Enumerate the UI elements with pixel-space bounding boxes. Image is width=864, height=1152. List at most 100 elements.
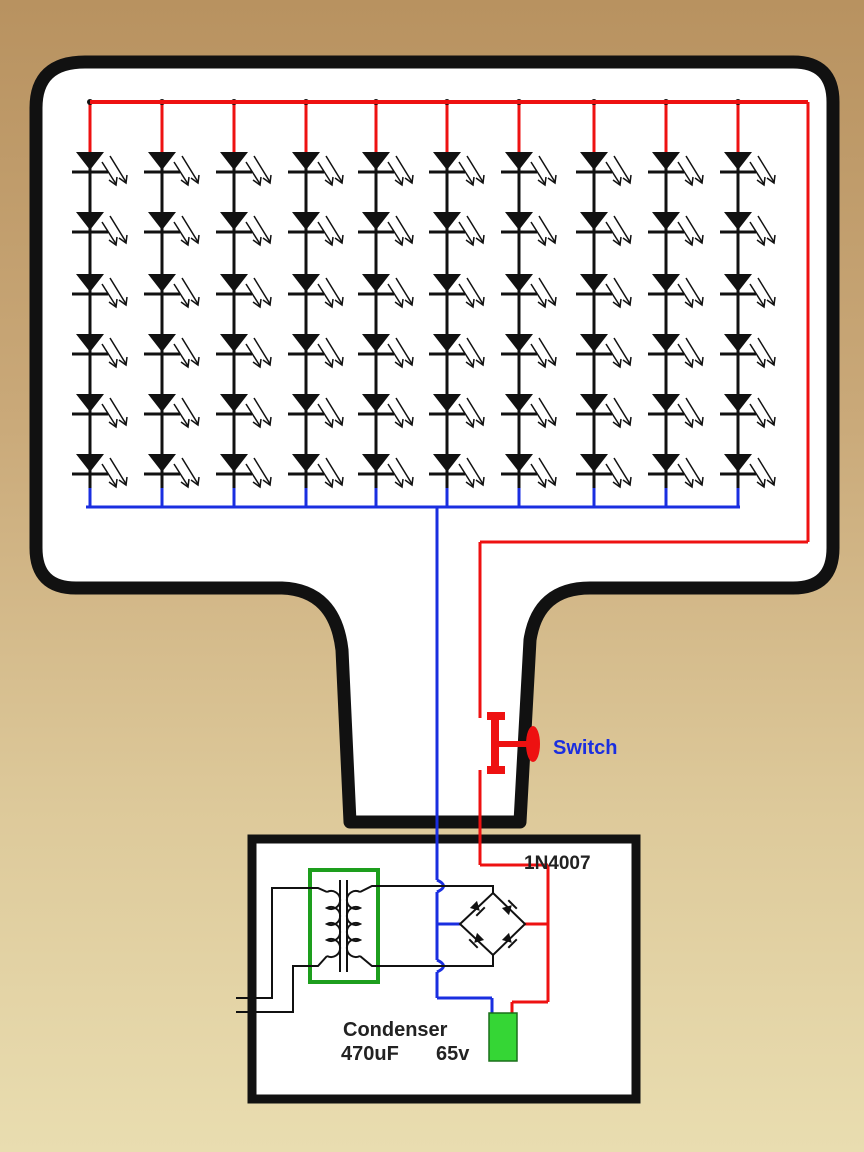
led-light-arrow <box>101 283 117 307</box>
led-arrowhead <box>334 234 344 245</box>
led-light-arrow <box>325 397 343 425</box>
led-arrowhead <box>108 418 118 429</box>
led-arrowhead <box>756 298 766 309</box>
led-triangle <box>724 274 752 292</box>
mains-input-wire-2 <box>236 955 328 1013</box>
led-arrowhead <box>612 358 622 369</box>
led-light-arrow <box>181 397 199 425</box>
led-arrowhead <box>547 416 557 427</box>
led-arrowhead <box>262 174 272 185</box>
bridge-diode-triangle <box>469 900 480 911</box>
led-light-arrow <box>677 221 693 245</box>
led-light-arrow <box>395 277 413 305</box>
led <box>288 274 344 309</box>
led <box>720 274 776 309</box>
led <box>288 212 344 247</box>
led-triangle <box>505 274 533 292</box>
led-triangle <box>292 394 320 412</box>
bridge-diode-triangle <box>501 932 512 943</box>
led-triangle <box>76 394 104 412</box>
led-light-arrow <box>458 161 474 185</box>
led-light-arrow <box>530 463 546 487</box>
led-light-arrow <box>685 215 703 243</box>
led-column <box>648 99 704 507</box>
led-column <box>429 99 485 507</box>
led-arrowhead <box>756 176 766 187</box>
led-arrowhead <box>180 298 190 309</box>
led-light-arrow <box>757 215 775 243</box>
led-arrowhead <box>684 298 694 309</box>
led-triangle <box>505 394 533 412</box>
condenser-label: Condenser <box>343 1019 448 1041</box>
led-arrowhead <box>180 418 190 429</box>
led-light-arrow <box>395 215 413 243</box>
led-light-arrow <box>173 343 189 367</box>
led <box>288 334 344 369</box>
led-light-arrow <box>466 155 484 183</box>
transformer <box>308 868 380 984</box>
led-arrowhead <box>475 476 485 487</box>
led-light-arrow <box>245 283 261 307</box>
led-arrowhead <box>394 298 404 309</box>
led-light-arrow <box>749 403 765 427</box>
led-arrowhead <box>334 356 344 367</box>
led-arrowhead <box>180 478 190 489</box>
led-light-arrow <box>605 403 621 427</box>
bridge-diode <box>468 932 485 949</box>
led-arrowhead <box>404 416 414 427</box>
led-arrowhead <box>694 416 704 427</box>
led-triangle <box>580 212 608 230</box>
led-arrowhead <box>612 236 622 247</box>
led-arrowhead <box>547 174 557 185</box>
led <box>720 454 776 489</box>
led-arrowhead <box>684 478 694 489</box>
led-triangle <box>652 212 680 230</box>
condenser <box>488 1012 518 1062</box>
led-arrowhead <box>537 236 547 247</box>
led-arrowhead <box>334 296 344 307</box>
led-arrowhead <box>622 174 632 185</box>
led-arrowhead <box>324 298 334 309</box>
led <box>72 394 128 429</box>
led-light-arrow <box>538 397 556 425</box>
led <box>358 212 414 247</box>
led-arrowhead <box>622 234 632 245</box>
led-light-arrow <box>325 155 343 183</box>
led <box>429 454 485 489</box>
led-column <box>358 99 414 507</box>
led-arrowhead <box>465 176 475 187</box>
led-arrowhead <box>694 356 704 367</box>
led-arrowhead <box>404 234 414 245</box>
push-switch <box>487 712 540 774</box>
led-light-arrow <box>538 457 556 485</box>
led-light-arrow <box>395 155 413 183</box>
led-triangle <box>362 274 390 292</box>
led-triangle <box>724 394 752 412</box>
led-light-arrow <box>530 161 546 185</box>
led-arrowhead <box>180 176 190 187</box>
led-triangle <box>220 394 248 412</box>
led <box>72 274 128 309</box>
led <box>288 454 344 489</box>
led-arrowhead <box>684 418 694 429</box>
led <box>144 334 200 369</box>
led-light-arrow <box>677 463 693 487</box>
led-triangle <box>652 334 680 352</box>
led-triangle <box>724 212 752 230</box>
led-triangle <box>220 334 248 352</box>
led-triangle <box>76 334 104 352</box>
led-triangle <box>724 454 752 472</box>
led-light-arrow <box>101 161 117 185</box>
led-arrowhead <box>324 236 334 247</box>
led-arrowhead <box>394 478 404 489</box>
bridge-diode-bar <box>507 938 518 949</box>
led-arrowhead <box>404 356 414 367</box>
bridge-diode-bar <box>507 899 518 910</box>
led-light-arrow <box>109 215 127 243</box>
secondary-output-bottom <box>359 955 494 967</box>
led-light-arrow <box>245 403 261 427</box>
led-triangle <box>433 334 461 352</box>
led-triangle <box>362 334 390 352</box>
led-light-arrow <box>749 343 765 367</box>
